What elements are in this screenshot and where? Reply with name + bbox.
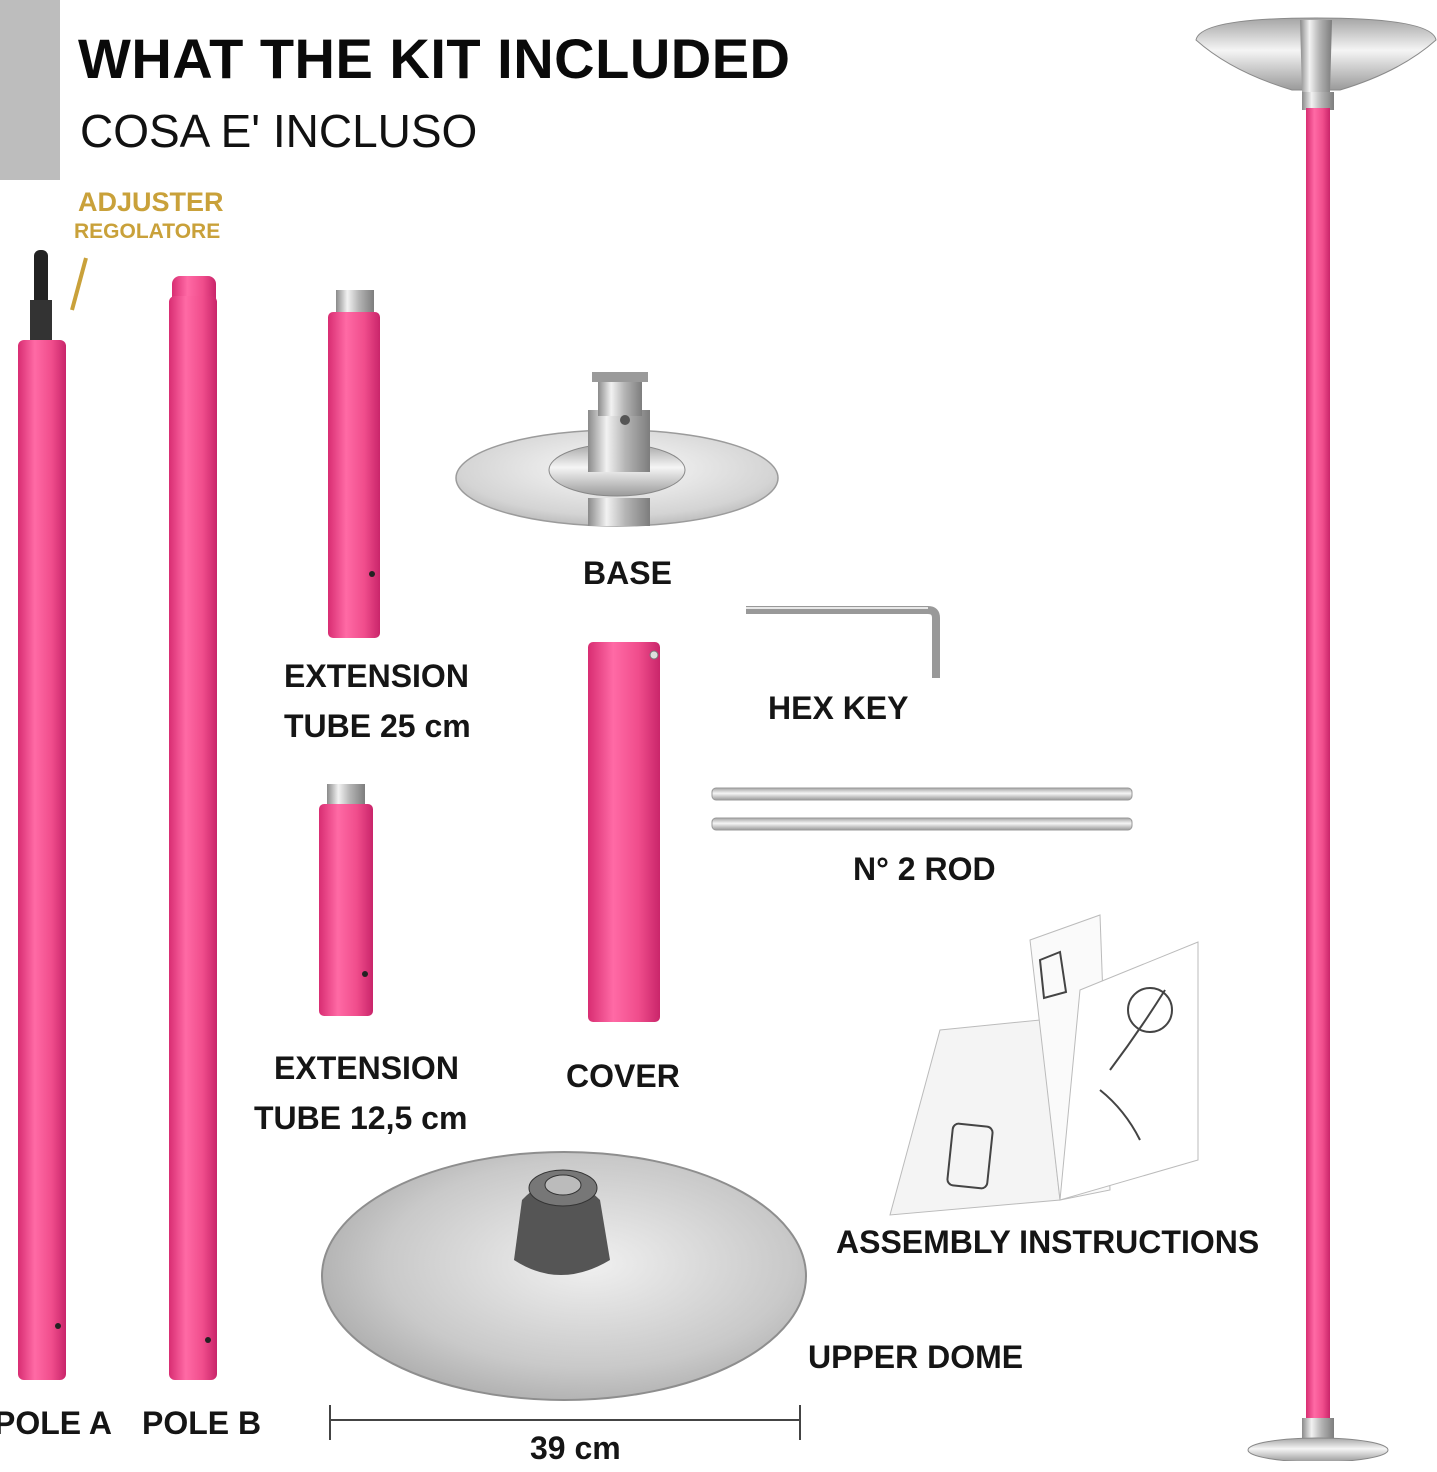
cover-image [588,642,660,1022]
pole-a-image [18,250,66,1380]
adjuster-label: ADJUSTER [78,187,224,217]
adjuster-pointer [70,257,88,311]
cover-label: COVER [566,1058,680,1094]
assembled-pole-image [1195,17,1437,1461]
extension-tube-25-image [328,290,380,638]
accent-bar [0,0,60,180]
extension-25-label-line2: TUBE 25 cm [284,708,471,744]
extension-25-label-line1: EXTENSION [284,658,469,694]
pole-b-image [169,276,217,1380]
assembly-instructions-image [889,914,1199,1216]
upper-dome-label: UPPER DOME [808,1339,1024,1375]
adjuster-label-it: REGOLATORE [74,220,221,243]
page-subtitle: COSA E' INCLUSO [80,105,478,157]
base-label: BASE [583,555,672,591]
base-image [455,372,779,527]
hex-key-image [746,606,940,678]
pole-a-label: POLE A [0,1405,112,1441]
page-title: WHAT THE KIT INCLUDED [78,27,791,90]
rod-label: N° 2 ROD [853,851,996,887]
upper-dome-image [321,1151,807,1401]
dome-width-label: 39 cm [530,1430,621,1466]
extension-12-label-line1: EXTENSION [274,1050,459,1086]
rods-image [711,787,1133,831]
pole-b-label: POLE B [142,1405,262,1441]
extension-tube-12-image [319,784,373,1016]
dimension-line [329,1405,801,1440]
extension-12-label-line2: TUBE 12,5 cm [254,1100,468,1136]
hex-key-label: HEX KEY [768,690,909,726]
assembly-instructions-label: ASSEMBLY INSTRUCTIONS [836,1224,1260,1260]
